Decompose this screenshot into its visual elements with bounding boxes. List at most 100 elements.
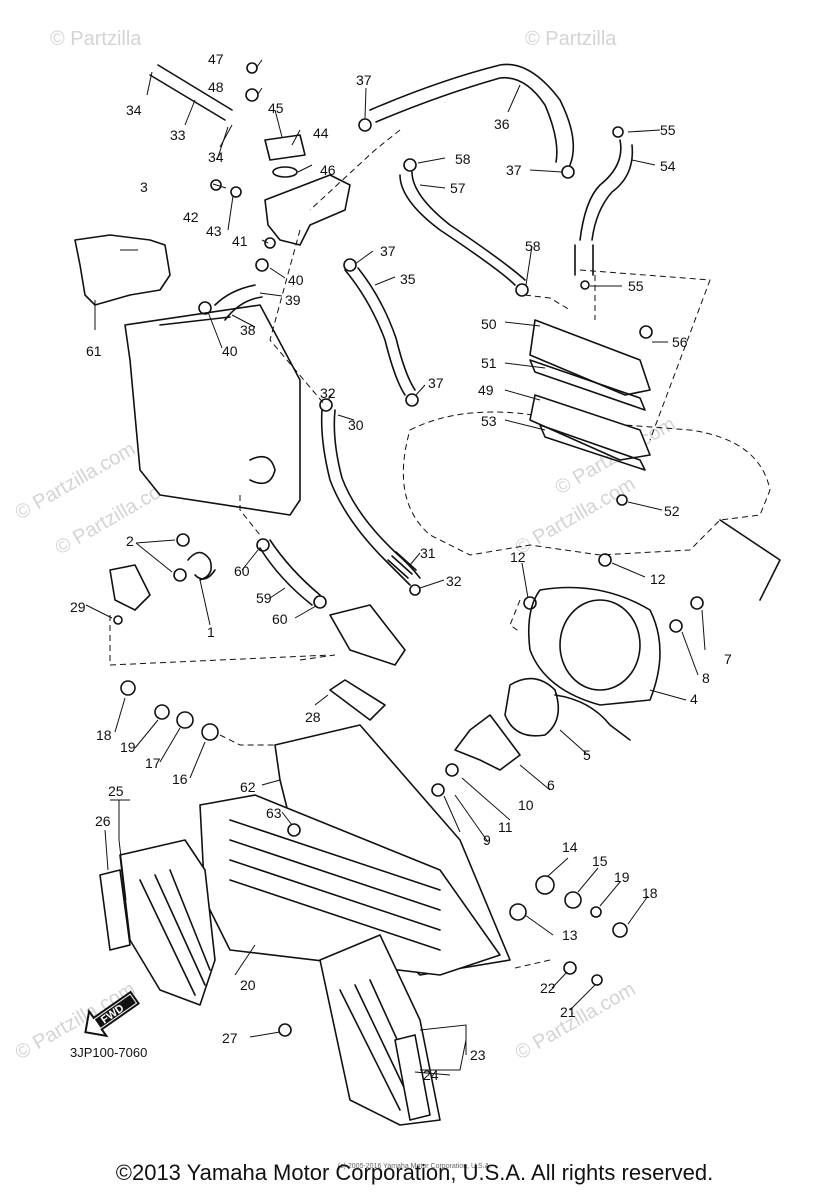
hose-1 xyxy=(187,551,216,581)
callout: 6 xyxy=(547,777,555,793)
emblem-24 xyxy=(394,1034,431,1121)
emblem-26 xyxy=(99,869,131,951)
thermostat-gasket xyxy=(272,166,298,178)
callout: 35 xyxy=(400,271,416,287)
engine-outline xyxy=(402,411,771,556)
callout: 40 xyxy=(222,343,238,359)
callout: 53 xyxy=(481,413,497,429)
pipe-bracket xyxy=(329,604,406,666)
fan-nut xyxy=(431,783,445,797)
gasket-51 xyxy=(529,359,646,411)
callout: 21 xyxy=(560,1004,576,1020)
gasket-53 xyxy=(539,424,646,471)
callout: 39 xyxy=(285,292,301,308)
thermostat-cap xyxy=(264,134,306,161)
callout: 34 xyxy=(126,102,142,118)
cover-50 xyxy=(529,319,651,396)
hose-35 xyxy=(344,267,416,396)
callout: 23 xyxy=(470,1047,486,1063)
callout: 28 xyxy=(305,709,321,725)
callout: 18 xyxy=(642,885,658,901)
callout: 62 xyxy=(240,779,256,795)
callout: 8 xyxy=(702,670,710,686)
callout: 4 xyxy=(690,691,698,707)
callout: 51 xyxy=(481,355,497,371)
fittings xyxy=(113,62,704,1037)
callout: 46 xyxy=(320,162,336,178)
callout: 60 xyxy=(272,611,288,627)
fan-shroud-ring xyxy=(559,599,641,691)
hose-30 xyxy=(320,409,421,586)
watermark: © Partzilla xyxy=(525,28,617,50)
callout: 32 xyxy=(446,573,462,589)
callout: 63 xyxy=(266,805,282,821)
callout: 19 xyxy=(120,739,136,755)
reservoir-tank xyxy=(124,304,301,516)
callout: 60 xyxy=(234,563,250,579)
callout: 36 xyxy=(494,116,510,132)
callout: 50 xyxy=(481,316,497,332)
callout: 19 xyxy=(614,869,630,885)
callout: 52 xyxy=(664,503,680,519)
callout: 27 xyxy=(222,1030,238,1046)
callout: 41 xyxy=(232,233,248,249)
callout: 59 xyxy=(256,590,272,606)
callout: 12 xyxy=(510,549,526,565)
hose-57 xyxy=(399,171,526,286)
spring-31 xyxy=(387,551,417,579)
radiator-core-lines xyxy=(229,819,441,951)
callout: 61 xyxy=(86,343,102,359)
leader-lines xyxy=(85,59,706,1076)
callout: 49 xyxy=(478,382,494,398)
fan-wire xyxy=(554,694,631,741)
watermark: © Partzilla xyxy=(50,28,142,50)
callout: 20 xyxy=(240,977,256,993)
callout: 37 xyxy=(428,375,444,391)
callout: 55 xyxy=(628,278,644,294)
diagram-code: 3JP100-7060 xyxy=(70,1045,148,1060)
callout: 1 xyxy=(207,624,215,640)
callout: 56 xyxy=(672,334,688,350)
callout: 3 xyxy=(140,179,148,195)
callout: 25 xyxy=(108,783,124,799)
fitting-28 xyxy=(329,679,386,721)
hose-33 xyxy=(149,64,233,121)
callout: 34 xyxy=(208,149,224,165)
copyright-notice: ©2013 Yamaha Motor Corporation, U.S.A. A… xyxy=(115,1160,714,1185)
hose-36 xyxy=(369,63,575,166)
callout: 9 xyxy=(483,832,491,848)
callout: 18 xyxy=(96,727,112,743)
callout: 29 xyxy=(70,599,86,615)
callout: 30 xyxy=(348,417,364,433)
callout: 31 xyxy=(420,545,436,561)
callout: 33 xyxy=(170,127,186,143)
callout: 58 xyxy=(455,151,471,167)
callouts: 1 2 3 4 5 6 7 8 9 10 11 12 12 13 14 15 1… xyxy=(70,51,732,1083)
callout: 16 xyxy=(172,771,188,787)
hose-59 xyxy=(259,539,321,606)
side-cover-25-lines xyxy=(139,869,211,996)
callout: 13 xyxy=(562,927,578,943)
callout: 57 xyxy=(450,180,466,196)
callout: 5 xyxy=(583,747,591,763)
callout: 26 xyxy=(95,813,111,829)
callout: 32 xyxy=(320,385,336,401)
callout: 47 xyxy=(208,51,224,67)
callout: 55 xyxy=(660,122,676,138)
callout: 43 xyxy=(206,223,222,239)
callout: 2 xyxy=(126,533,134,549)
tiny-copyright: (c) 2005-2016 Yamaha Motor Corporation, … xyxy=(337,1163,492,1170)
hose-38-39 xyxy=(214,284,263,321)
callout: 11 xyxy=(498,819,513,835)
callout: 12 xyxy=(650,571,666,587)
callout: 7 xyxy=(724,651,732,667)
fan-blade xyxy=(454,714,521,771)
callout: 10 xyxy=(518,797,534,813)
fitting-29 xyxy=(109,564,151,611)
fan-shroud xyxy=(527,586,661,706)
cover-61 xyxy=(74,234,171,306)
callout: 58 xyxy=(525,238,541,254)
callout: 40 xyxy=(288,272,304,288)
callout: 17 xyxy=(145,755,161,771)
